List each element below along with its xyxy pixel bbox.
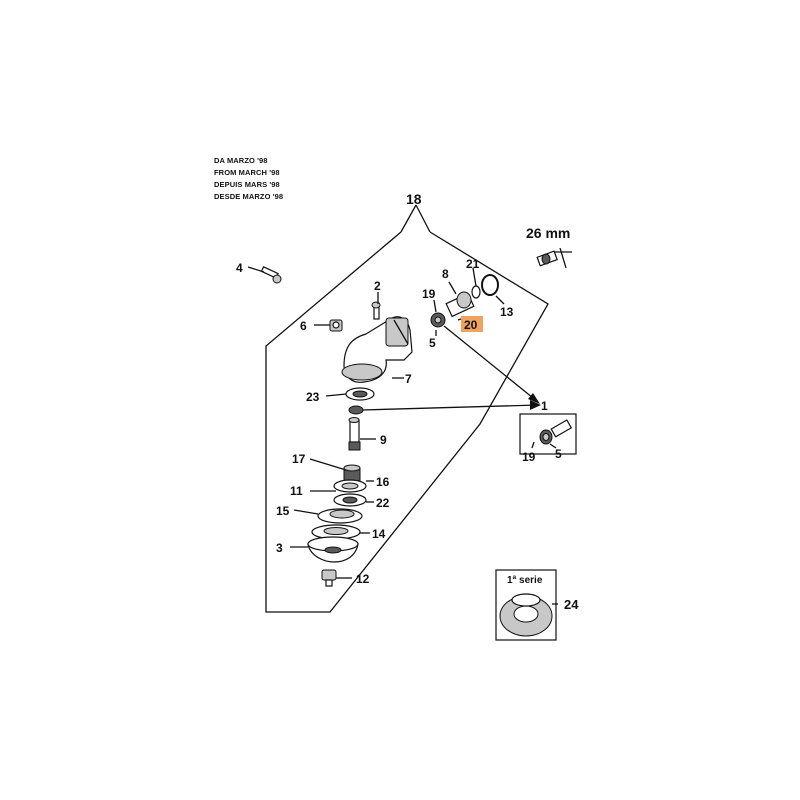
callout-12: 12 <box>356 572 370 586</box>
cup-part-24 <box>499 593 553 637</box>
callout-21: 21 <box>466 257 480 271</box>
leader-13 <box>495 295 505 305</box>
inset-label: 1ª serie <box>507 575 543 586</box>
leader-19b <box>531 441 535 449</box>
arrow-line-upper <box>443 325 539 403</box>
washer-part-16 <box>333 479 367 493</box>
leader-23 <box>325 393 347 397</box>
leader-4 <box>247 266 265 273</box>
callout-24: 24 <box>564 597 579 612</box>
pinion-assembly-detail <box>539 419 573 445</box>
leader-18b <box>415 204 431 233</box>
bearing-part-22 <box>333 493 367 507</box>
leader-8 <box>448 281 457 295</box>
bolt-part-12 <box>321 569 337 587</box>
callout-16: 16 <box>376 475 390 489</box>
arrow-head-lower <box>530 400 541 410</box>
disc-part-14 <box>311 524 361 540</box>
callout-1: 1 <box>541 399 548 413</box>
leader-21 <box>472 267 477 287</box>
callout-9: 9 <box>380 433 387 447</box>
callout-19: 19 <box>422 287 436 301</box>
callout-23: 23 <box>306 390 320 404</box>
callout-18: 18 <box>406 191 422 207</box>
circlip-ring <box>348 405 364 415</box>
leader-19 <box>433 299 437 313</box>
note-desde-marzo: DESDE MARZO '98 <box>214 192 284 201</box>
arrow-line-lower <box>361 404 539 411</box>
assembly-outline <box>265 231 549 613</box>
size-label: 26 mm <box>526 225 570 241</box>
leader-17 <box>309 458 347 471</box>
leader-18 <box>400 204 417 233</box>
note-depuis-mars: DEPUIS MARS '98 <box>214 180 280 189</box>
pinion-part-19 <box>430 312 446 328</box>
callout-7: 7 <box>405 372 412 386</box>
callout-20: 20 <box>464 318 478 332</box>
callout-13: 13 <box>500 305 514 319</box>
callout-14: 14 <box>372 527 386 541</box>
screw-part-2 <box>371 301 381 320</box>
callout-17: 17 <box>292 452 306 466</box>
callout-3: 3 <box>276 541 283 555</box>
highlight-part-20 <box>461 316 483 332</box>
cup-part-3 <box>307 536 359 563</box>
bevel-gear-part-17 <box>343 464 361 483</box>
nut-part-6 <box>329 319 343 332</box>
callout-5b: 5 <box>555 447 562 461</box>
shaft-part-9 <box>348 417 361 451</box>
arrow-head-upper <box>528 393 540 404</box>
bearing-part-23 <box>345 387 375 401</box>
spanner-size-icon <box>536 247 572 269</box>
leader-5b <box>549 443 557 449</box>
bolt-part-4 <box>260 266 282 284</box>
callout-6: 6 <box>300 319 307 333</box>
flange-part-15 <box>317 508 363 524</box>
circlip-part-13 <box>481 274 499 296</box>
callout-11: 11 <box>290 484 303 498</box>
callout-5: 5 <box>429 336 436 350</box>
ring-part-21 <box>471 285 481 299</box>
leader-15 <box>293 509 319 515</box>
callout-15: 15 <box>276 504 290 518</box>
note-da-marzo: DA MARZO '98 <box>214 156 268 165</box>
callout-19b: 19 <box>522 450 536 464</box>
callout-2: 2 <box>374 279 381 293</box>
callout-8: 8 <box>442 267 449 281</box>
callout-22: 22 <box>376 496 390 510</box>
bearing-part-8 <box>445 291 475 318</box>
gear-head-housing-7 <box>341 316 413 383</box>
note-from-march: FROM MARCH '98 <box>214 168 280 177</box>
callout-4: 4 <box>236 261 243 275</box>
